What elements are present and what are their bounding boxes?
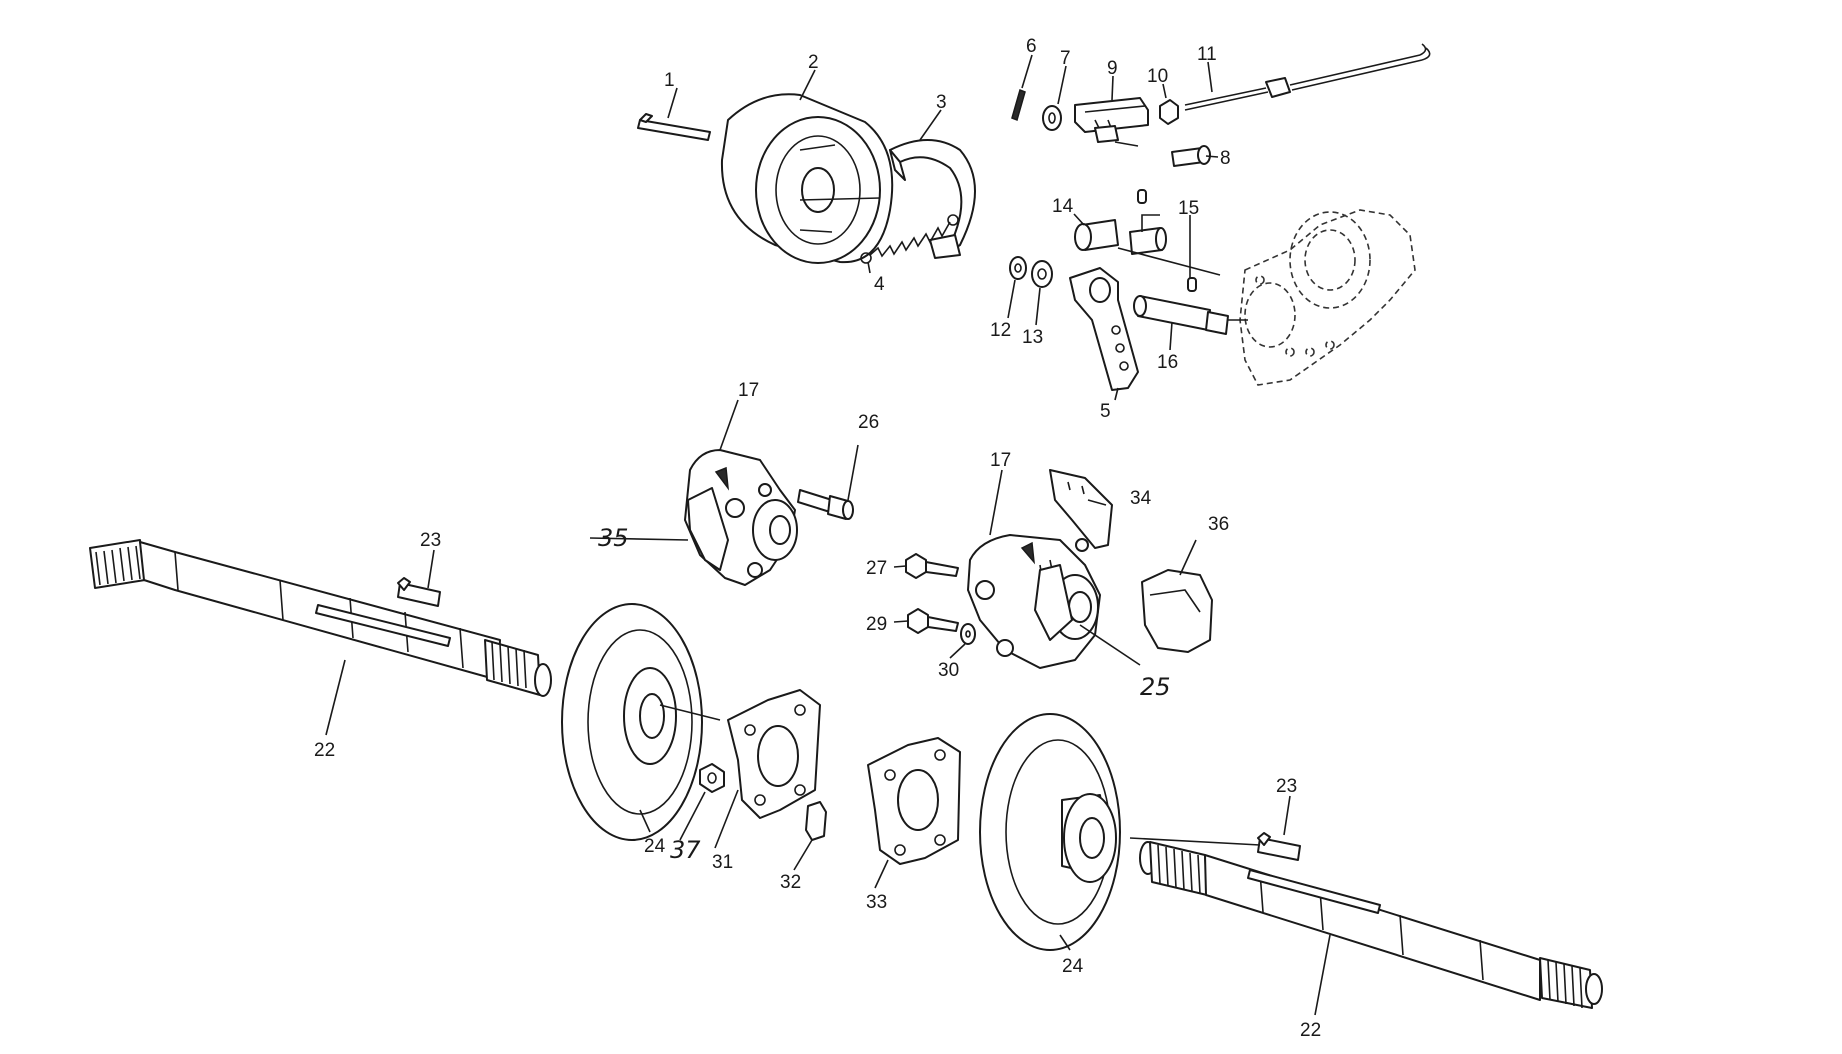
callout-11: 11 bbox=[1197, 44, 1217, 65]
part-33-hub-flange bbox=[867, 737, 961, 865]
part-29-bolt bbox=[907, 608, 959, 634]
part-4-spring bbox=[860, 214, 959, 264]
callout-4: 4 bbox=[874, 274, 885, 295]
callout-36: 36 bbox=[1208, 514, 1229, 535]
part-24-brake-disc-left bbox=[561, 603, 703, 841]
callout-15: 15 bbox=[1178, 198, 1199, 219]
callout-labels: 1 2 3 4 5 6 7 8 9 10 11 12 13 14 15 16 1… bbox=[314, 36, 1321, 1041]
part-11-cable bbox=[1184, 43, 1431, 111]
part-6-pin bbox=[1011, 88, 1026, 122]
part-32-bolt bbox=[805, 801, 827, 841]
callout-17-left: 17 bbox=[738, 380, 759, 401]
callout-8: 8 bbox=[1220, 148, 1231, 169]
callout-12: 12 bbox=[990, 320, 1011, 341]
callout-6: 6 bbox=[1026, 36, 1037, 57]
part-2-brake-drum bbox=[720, 93, 894, 264]
callout-24-left: 24 bbox=[644, 836, 666, 857]
part-27-bolt bbox=[905, 553, 959, 579]
part-14-bushing bbox=[1074, 219, 1119, 251]
callout-23-right: 23 bbox=[1276, 776, 1297, 797]
part-23-key-right bbox=[1257, 832, 1301, 861]
part-13-washer bbox=[1031, 260, 1053, 288]
part-36-brake-pad bbox=[1141, 569, 1213, 653]
part-25-brake-pad-right bbox=[1034, 564, 1073, 641]
part-30-washer bbox=[960, 623, 976, 645]
part-24-brake-disc-right bbox=[979, 713, 1121, 951]
part-26-bolt bbox=[797, 489, 854, 520]
callout-23-left: 23 bbox=[420, 530, 441, 551]
callout-30: 30 bbox=[938, 660, 959, 681]
callout-22-right: 22 bbox=[1300, 1020, 1321, 1041]
part-3-brake-shoe bbox=[889, 139, 976, 259]
part-15-grease-nipple-upper bbox=[1129, 189, 1167, 255]
callout-26: 26 bbox=[858, 412, 879, 433]
part-35-brake-pad-left bbox=[687, 487, 729, 571]
gearbox-housing-outline bbox=[1239, 209, 1416, 386]
callout-27: 27 bbox=[866, 558, 887, 579]
part-9-clevis bbox=[1074, 97, 1149, 143]
part-5-brake-lever bbox=[1069, 267, 1139, 391]
callout-31: 31 bbox=[712, 852, 733, 873]
callout-9: 9 bbox=[1107, 58, 1118, 79]
callout-16: 16 bbox=[1157, 352, 1178, 373]
part-34-shield bbox=[1049, 469, 1113, 549]
callout-33: 33 bbox=[866, 892, 887, 913]
leader-lines bbox=[325, 54, 1331, 1016]
part-37-nut bbox=[699, 763, 725, 793]
callout-1: 1 bbox=[664, 70, 675, 91]
callout-29: 29 bbox=[866, 614, 887, 635]
part-15-grease-nipple-lower bbox=[1187, 277, 1197, 292]
callout-5: 5 bbox=[1100, 401, 1111, 422]
callout-32: 32 bbox=[780, 872, 801, 893]
part-17-brake-caliper-right bbox=[967, 534, 1101, 669]
part-22-shaft-right bbox=[1139, 841, 1603, 1009]
callout-14: 14 bbox=[1052, 196, 1074, 217]
callout-17-right: 17 bbox=[990, 450, 1011, 471]
callout-25: 25 bbox=[1140, 673, 1171, 701]
callout-22-left: 22 bbox=[314, 740, 335, 761]
part-16-pivot-pin bbox=[1133, 295, 1229, 335]
callout-3: 3 bbox=[936, 92, 947, 113]
callout-13: 13 bbox=[1022, 327, 1043, 348]
part-1-key bbox=[637, 113, 711, 141]
callout-37: 37 bbox=[670, 836, 701, 864]
part-10-nut bbox=[1159, 99, 1179, 125]
part-22-shaft-left bbox=[89, 539, 552, 697]
callout-24-right: 24 bbox=[1062, 956, 1084, 977]
callout-34: 34 bbox=[1130, 488, 1152, 509]
part-7-washer bbox=[1042, 105, 1062, 131]
callout-7: 7 bbox=[1060, 48, 1071, 69]
part-12-washer bbox=[1009, 256, 1027, 280]
part-8-clevis-pin bbox=[1171, 145, 1211, 167]
callout-35: 35 bbox=[598, 524, 629, 552]
callout-2: 2 bbox=[808, 52, 819, 73]
part-23-key-left bbox=[397, 577, 441, 607]
part-31-hub-flange bbox=[727, 689, 821, 819]
callout-10: 10 bbox=[1147, 66, 1168, 87]
